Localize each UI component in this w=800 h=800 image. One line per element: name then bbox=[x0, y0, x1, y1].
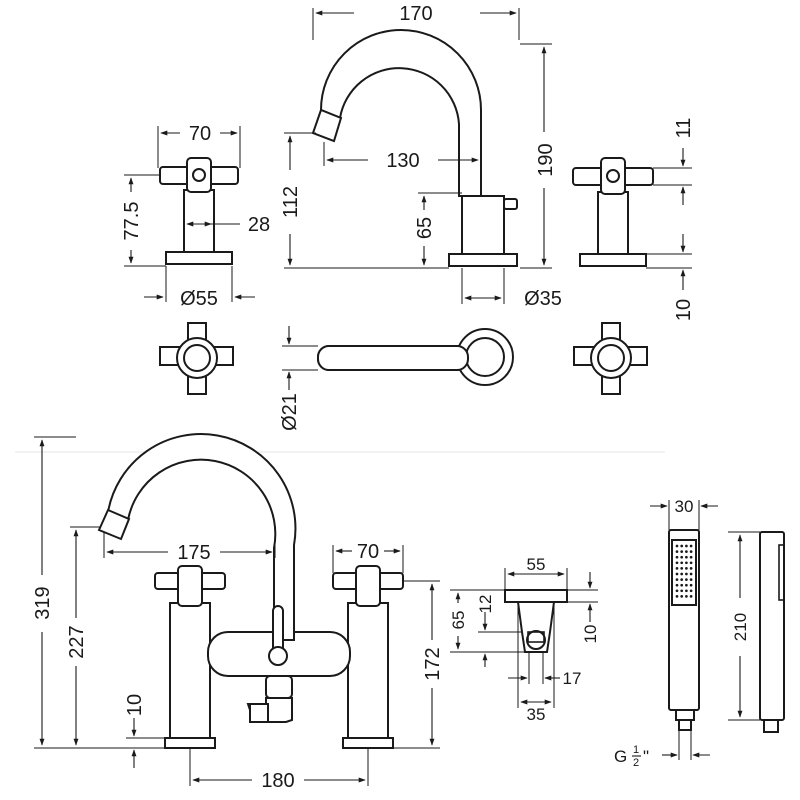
dim-bath-overall-height: 319 bbox=[32, 586, 54, 619]
dim-bath-spout-reach: 175 bbox=[177, 542, 210, 564]
spray-nozzle bbox=[685, 595, 688, 598]
spray-nozzle bbox=[675, 561, 679, 565]
spray-nozzle bbox=[689, 583, 693, 587]
dim-bath-spout-height: 227 bbox=[66, 625, 88, 658]
spray-nozzle bbox=[675, 595, 679, 598]
dim-holder-base-width: 35 bbox=[527, 705, 546, 724]
spray-nozzle bbox=[689, 567, 693, 570]
spray-nozzle bbox=[685, 561, 688, 565]
dim-holder-hook-width: 17 bbox=[563, 669, 582, 688]
dim-basin-base-thickness: 10 bbox=[673, 299, 695, 321]
spray-nozzle bbox=[685, 578, 688, 581]
spray-nozzle bbox=[689, 578, 693, 581]
spray-nozzle bbox=[675, 555, 679, 559]
spray-nozzle bbox=[685, 567, 688, 570]
spray-nozzle bbox=[675, 578, 679, 581]
dimension-lines bbox=[34, 8, 760, 786]
dim-holder-height: 65 bbox=[449, 611, 468, 630]
shower-holder-elevation bbox=[504, 589, 568, 653]
shower-handset-front bbox=[668, 529, 700, 731]
dim-handset-width: 30 bbox=[675, 497, 694, 516]
spray-nozzle bbox=[680, 595, 684, 598]
dim-basin-spout-reach: 130 bbox=[386, 150, 419, 172]
spray-nozzle bbox=[685, 550, 688, 553]
thread-prefix: G bbox=[614, 747, 627, 766]
spray-nozzle bbox=[689, 561, 693, 565]
spray-nozzle bbox=[680, 555, 684, 559]
spray-nozzle bbox=[685, 544, 688, 548]
dim-basin-spout-body-height: 65 bbox=[414, 217, 436, 239]
spray-nozzle bbox=[689, 572, 693, 576]
spray-nozzle bbox=[680, 561, 684, 565]
dim-basin-spout-height: 190 bbox=[535, 143, 557, 176]
dim-basin-spout-width: 170 bbox=[399, 3, 432, 25]
basin-right-valve-elevation bbox=[572, 157, 654, 267]
dim-basin-valve-height: 77.5 bbox=[121, 202, 143, 241]
dim-bath-handle-width: 70 bbox=[357, 541, 379, 563]
dim-basin-spout-diameter: Ø21 bbox=[279, 393, 301, 431]
dimension-labels: 170 190 130 112 65 Ø35 70 77.5 28 Ø55 11… bbox=[32, 3, 750, 792]
spray-nozzle bbox=[689, 544, 693, 548]
spray-nozzle bbox=[675, 544, 679, 548]
dim-holder-width: 55 bbox=[527, 555, 546, 574]
spray-nozzle bbox=[680, 589, 684, 593]
dim-basin-valve-body-width: 28 bbox=[248, 214, 270, 236]
dim-basin-spout-base-diameter: Ø35 bbox=[524, 288, 562, 310]
dim-bath-valve-height: 172 bbox=[422, 647, 444, 680]
shower-handset-side bbox=[759, 531, 785, 733]
basin-right-valve-plan bbox=[573, 322, 648, 395]
dim-holder-plate-thickness: 10 bbox=[581, 625, 600, 644]
thread-inch-mark: " bbox=[643, 747, 649, 766]
thread-fraction-denominator: 2 bbox=[633, 757, 639, 769]
dim-basin-handle-width: 70 bbox=[189, 123, 211, 145]
spray-nozzle bbox=[685, 589, 688, 593]
spray-nozzle bbox=[675, 567, 679, 570]
spray-nozzle bbox=[680, 567, 684, 570]
dim-bath-centres: 180 bbox=[261, 770, 294, 792]
spray-nozzle bbox=[680, 544, 684, 548]
basin-spout-elevation bbox=[311, 29, 518, 267]
spray-nozzle bbox=[685, 583, 688, 587]
spray-nozzle bbox=[689, 589, 693, 593]
dim-holder-hook-height: 12 bbox=[476, 595, 495, 614]
spray-nozzle bbox=[689, 595, 693, 598]
spray-nozzle bbox=[685, 555, 688, 559]
spray-nozzle bbox=[689, 550, 693, 553]
spray-nozzle bbox=[680, 578, 684, 581]
spray-nozzle bbox=[675, 589, 679, 593]
spray-nozzle bbox=[680, 583, 684, 587]
dim-basin-spout-nozzle-height: 112 bbox=[280, 186, 302, 218]
bath-mixer-elevation bbox=[97, 433, 404, 749]
spray-nozzle bbox=[675, 572, 679, 576]
dim-bath-base-thickness: 10 bbox=[124, 694, 146, 716]
spray-nozzle bbox=[675, 550, 679, 553]
basin-left-valve-plan bbox=[159, 322, 234, 395]
dim-handset-thread: G 1 2 " bbox=[614, 744, 649, 769]
spray-nozzle bbox=[685, 572, 688, 576]
spray-nozzle bbox=[680, 572, 684, 576]
spray-nozzle bbox=[689, 555, 693, 559]
basin-left-valve-elevation bbox=[159, 157, 239, 265]
spray-nozzle bbox=[675, 583, 679, 587]
basin-spout-plan bbox=[317, 328, 514, 386]
dim-basin-valve-base-diameter: Ø55 bbox=[180, 288, 218, 310]
spray-nozzle bbox=[680, 550, 684, 553]
dim-basin-handle-thickness: 11 bbox=[673, 118, 695, 139]
thread-fraction-numerator: 1 bbox=[633, 744, 639, 756]
dim-handset-length: 210 bbox=[731, 613, 750, 641]
spray-nozzles-icon bbox=[675, 544, 693, 598]
